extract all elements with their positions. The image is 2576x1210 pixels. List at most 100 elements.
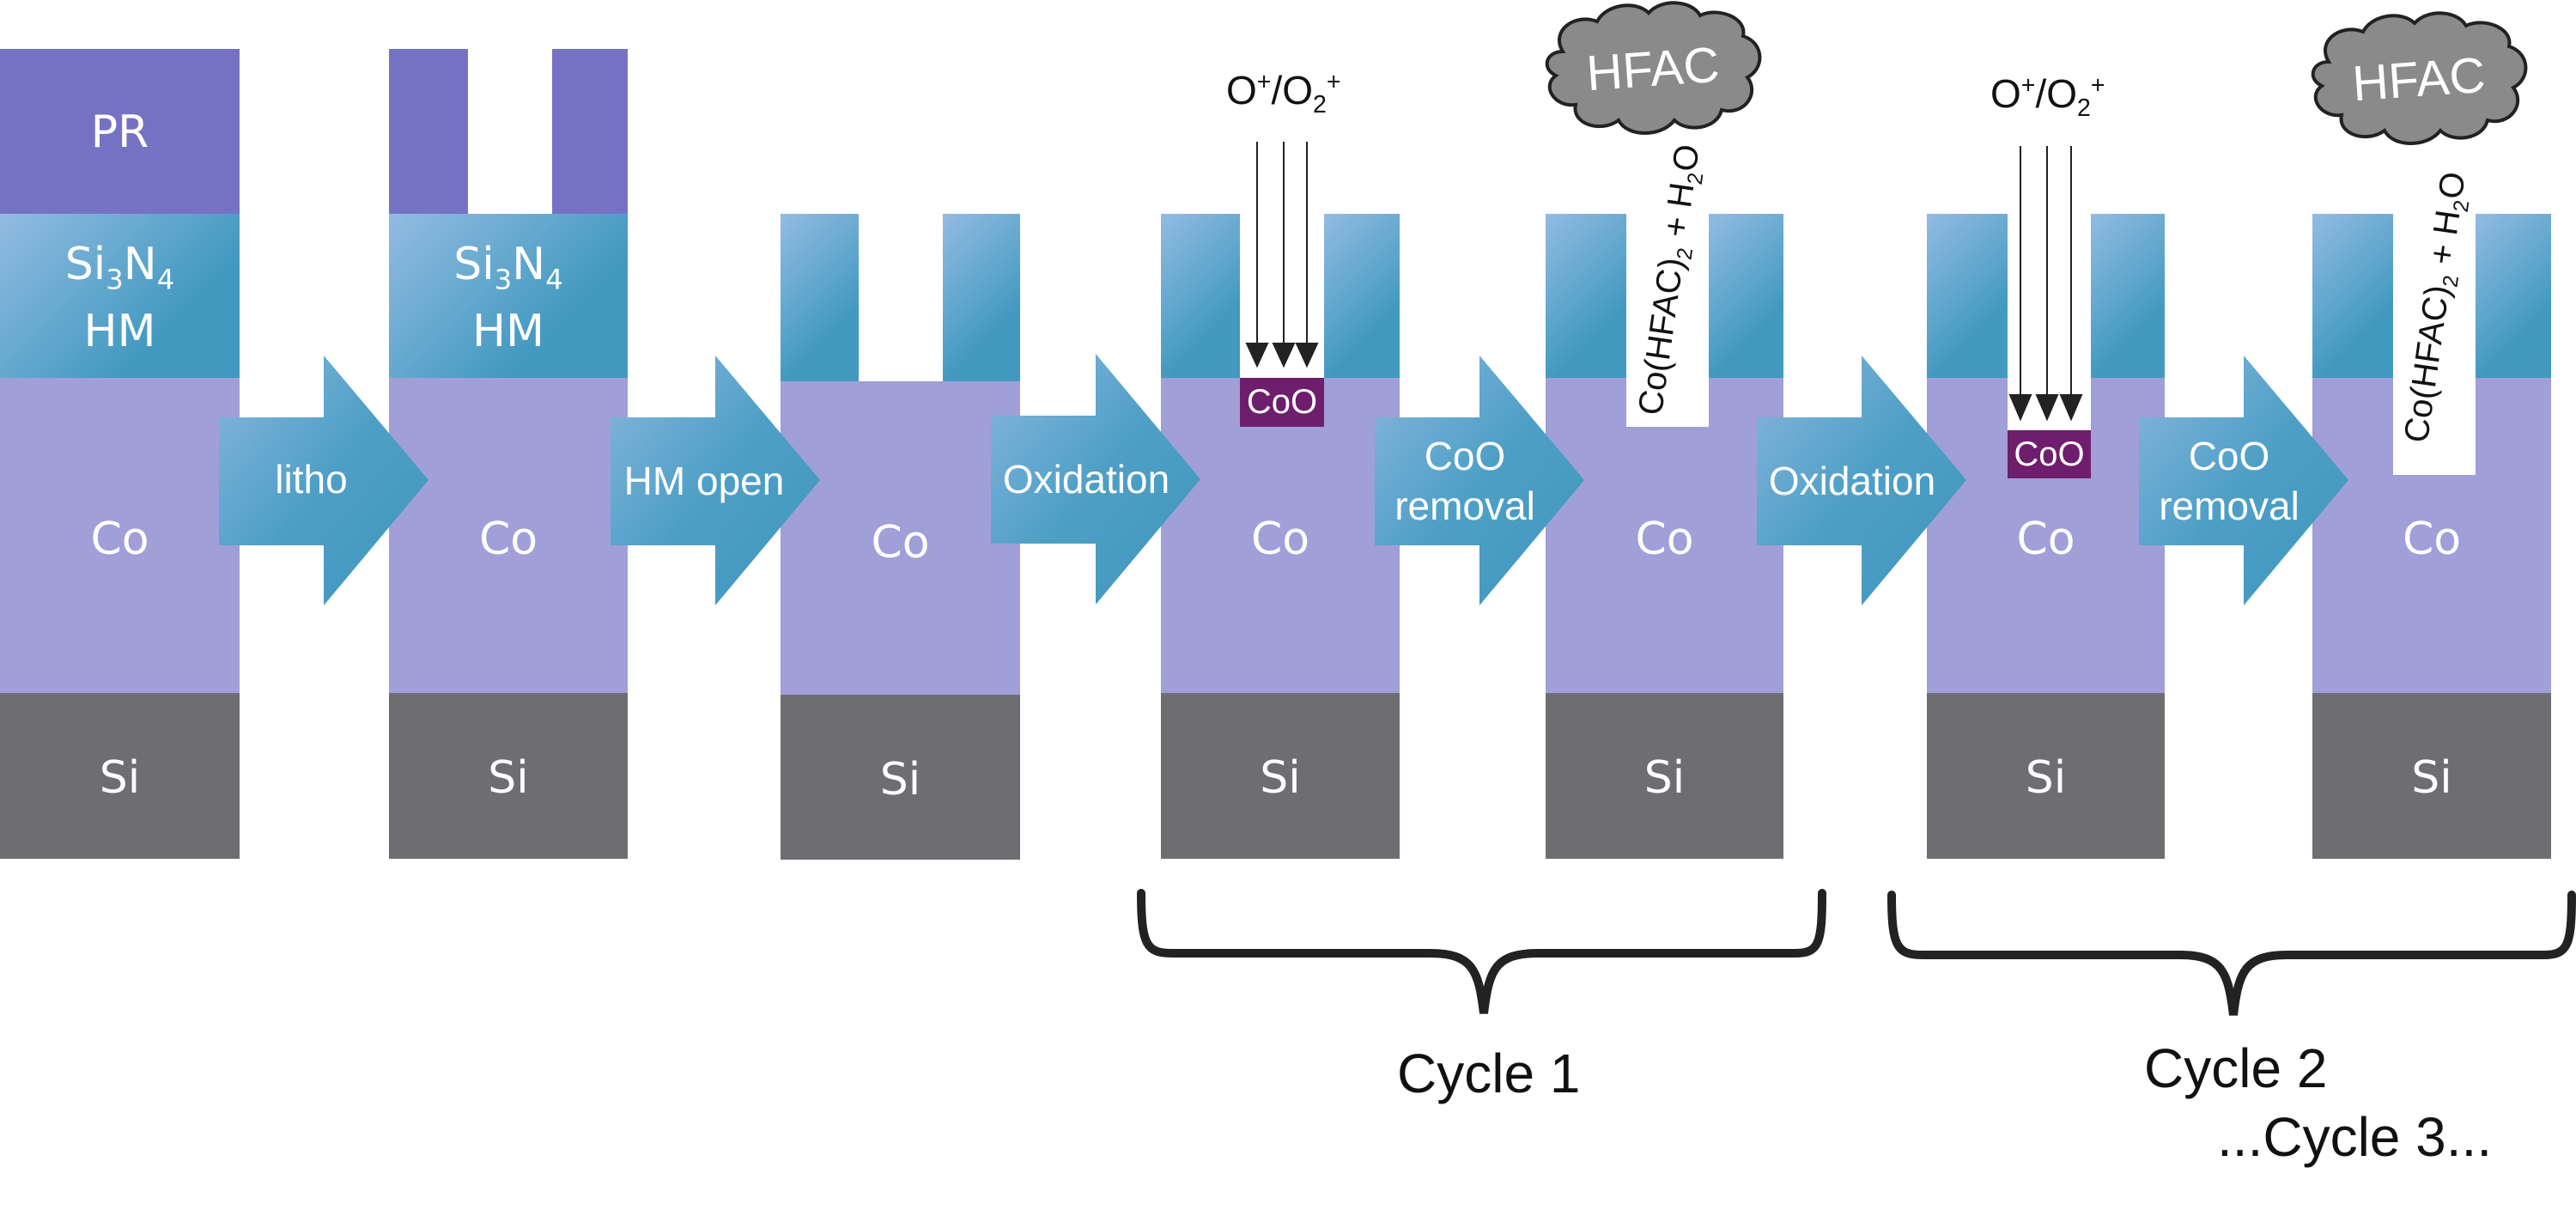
- silicon-substrate: [1546, 693, 1783, 859]
- silicon-substrate: [1927, 693, 2165, 859]
- hardmask-pillar-left: [1161, 214, 1240, 378]
- hm-formula-part: N: [512, 239, 546, 290]
- step-arrow-removal-1: [1375, 356, 1584, 605]
- silicon-substrate: [0, 693, 240, 859]
- step-label-removal-2: CoO removal: [2139, 417, 2319, 545]
- arrowhead-icon: [1295, 343, 1319, 368]
- cycle-1-brace: [1137, 889, 1826, 1014]
- etched-trench: [2393, 378, 2476, 475]
- silicon-substrate: [781, 695, 1020, 860]
- si-label: Si: [1260, 752, 1301, 804]
- species-sub: 2: [1313, 91, 1327, 119]
- hfac-cloud-icon: [1545, 1, 1762, 135]
- step-arrow-litho: [219, 356, 428, 605]
- species-charge: +: [1256, 68, 1272, 96]
- step-label-removal-1: CoO removal: [1375, 417, 1555, 545]
- si-label: Si: [99, 752, 141, 804]
- ion-beam-arrows: [1245, 142, 1319, 368]
- si-label: Si: [879, 754, 921, 806]
- hardmask-layer: [0, 214, 240, 378]
- si-label: Si: [2025, 752, 2067, 804]
- cycle-1-label: Cycle 1: [1397, 1043, 1581, 1104]
- step-arrow-removal-2: [2139, 356, 2348, 605]
- cycle-2-brace: [1887, 891, 2576, 1016]
- hm-formula-sub: 3: [106, 263, 124, 296]
- si-label: Si: [488, 752, 529, 804]
- hfac-cloud-icon: [2311, 11, 2528, 145]
- photoresist-layer: [0, 49, 240, 214]
- co-label: Co: [2402, 514, 2462, 565]
- hm-label: HM: [83, 306, 156, 357]
- ion-beam-arrows: [2008, 146, 2083, 422]
- cobalt-layer: [781, 381, 1020, 695]
- silicon-substrate: [1161, 693, 1400, 859]
- hm-formula-sub: 3: [494, 263, 513, 296]
- si-label: Si: [2411, 752, 2452, 804]
- arrowhead-icon: [1272, 343, 1296, 368]
- species-charge: +: [2020, 71, 2036, 100]
- hm-formula-label: Si3N4: [0, 239, 240, 294]
- arrowhead-icon: [1245, 343, 1269, 368]
- arrowhead-icon: [2059, 394, 2083, 422]
- pr-label: PR: [90, 106, 149, 158]
- hardmask-pillar-left: [2312, 214, 2393, 378]
- hardmask-pillar-left: [1927, 214, 2008, 378]
- hardmask-pillar-right: [2091, 214, 2165, 378]
- hardmask-pillar-left: [1546, 214, 1626, 378]
- step-label-oxidation-2: Oxidation: [1768, 458, 1936, 503]
- cobalt-layer: [1546, 378, 1783, 693]
- co-label: Co: [871, 517, 930, 569]
- cobalt-layer: [0, 378, 240, 693]
- co-label: Co: [1250, 514, 1310, 565]
- hardmask-pillar-right: [943, 214, 1020, 381]
- cobalt-oxide-layer: CoO: [1240, 378, 1324, 427]
- step-label-hm-open: HM open: [623, 458, 785, 503]
- step-label-line: CoO: [1424, 434, 1506, 478]
- cycle-3-label: ...Cycle 3...: [2217, 1106, 2493, 1168]
- species-part: O: [1990, 71, 2021, 116]
- species-part: /O: [2035, 71, 2077, 116]
- species-charge: +: [2090, 71, 2105, 100]
- cycle-2-label: Cycle 2: [2144, 1037, 2328, 1099]
- hm-formula-part: Si: [453, 239, 495, 290]
- hfac-cloud-label: HFAC: [2350, 46, 2488, 112]
- species-part: /O: [1271, 68, 1313, 112]
- step-label-oxidation-1: Oxidation: [1002, 456, 1170, 502]
- cobalt-layer: [389, 378, 628, 693]
- hardmask-pillar-right: [1324, 214, 1400, 378]
- co-label: Co: [478, 514, 538, 565]
- arrowhead-icon: [2035, 394, 2059, 422]
- hm-formula-sub: 4: [156, 263, 175, 296]
- cobalt-layer: [1161, 378, 1400, 693]
- step-label-line: removal: [1394, 483, 1535, 528]
- silicon-substrate: [389, 693, 628, 859]
- hm-formula-label: Si3N4: [389, 239, 628, 294]
- species-part: O: [1226, 68, 1257, 112]
- oxygen-species-label: O+/O2+: [1990, 71, 2105, 120]
- species-sub: 2: [2077, 94, 2091, 123]
- hardmask-layer: [389, 214, 628, 378]
- hardmask-pillar-right: [2476, 214, 2551, 378]
- hfac-cloud-label: HFAC: [1584, 36, 1722, 102]
- hm-formula-sub: 4: [545, 263, 563, 296]
- co-label: Co: [90, 514, 149, 565]
- photoresist-pillar-left: [389, 49, 468, 214]
- species-charge: +: [1326, 68, 1341, 96]
- step-arrow-oxidation-2: [1757, 356, 1966, 605]
- co-label: Co: [1635, 514, 1694, 565]
- step-label-line: CoO: [2188, 434, 2270, 478]
- step-arrow-oxidation-1: [991, 354, 1200, 605]
- hardmask-pillar-right: [1709, 214, 1783, 378]
- step-arrow-hm-open: [611, 356, 820, 605]
- cobalt-oxide-layer: CoO: [2008, 430, 2091, 478]
- co-label: Co: [2016, 514, 2075, 565]
- hm-label: HM: [472, 306, 544, 357]
- hm-formula-part: Si: [64, 239, 106, 290]
- hm-formula-part: N: [123, 239, 157, 290]
- arrowhead-icon: [2008, 394, 2032, 422]
- silicon-substrate: [2312, 693, 2551, 859]
- etched-trench: [1626, 378, 1709, 427]
- si-label: Si: [1643, 752, 1686, 804]
